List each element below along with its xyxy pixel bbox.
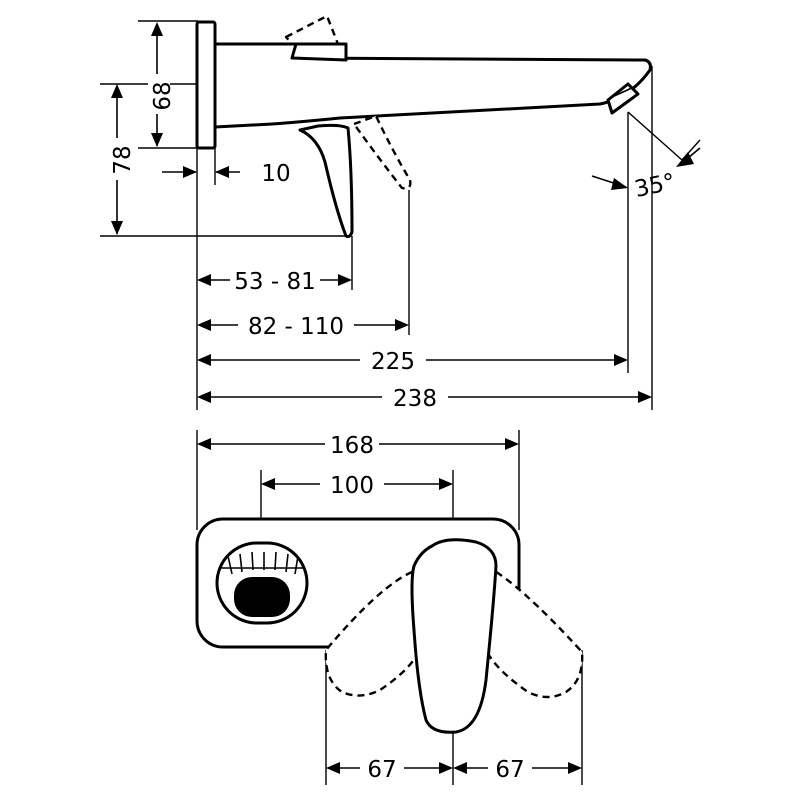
- lever-left-position-dashed: [324, 570, 422, 697]
- side-view: 68 78 10 35° 53 - 81 82 - 110: [100, 14, 701, 412]
- spout-body: [213, 42, 652, 129]
- dim-100-label: 100: [330, 473, 374, 499]
- dim-68-label: 68: [150, 81, 176, 110]
- dim-78-label: 78: [110, 145, 136, 174]
- lever-top: [290, 42, 348, 62]
- lever-lowered-position-dashed: [352, 114, 412, 190]
- spout-outlet: [215, 541, 309, 625]
- lever-right-position-dashed: [484, 564, 584, 699]
- dim-225-label: 225: [371, 349, 415, 375]
- front-view: 168 100: [195, 430, 584, 785]
- dim-168-label: 168: [330, 433, 374, 459]
- mixer-fin: [298, 123, 354, 238]
- aerator: [606, 82, 640, 115]
- dim-67-left-label: 67: [367, 757, 396, 783]
- dim-35-angle-label: 35°: [632, 169, 677, 203]
- outlet-opening: [234, 577, 290, 617]
- wall-plate: [195, 20, 217, 150]
- dim-67-right-label: 67: [495, 757, 524, 783]
- dim-82-110-label: 82 - 110: [248, 314, 344, 340]
- aerator-detail: [611, 86, 635, 98]
- dim-53-81-label: 53 - 81: [234, 269, 315, 295]
- dim-10-label: 10: [261, 161, 290, 187]
- dim-238-label: 238: [393, 386, 437, 412]
- mixer-lever-front: [410, 538, 498, 734]
